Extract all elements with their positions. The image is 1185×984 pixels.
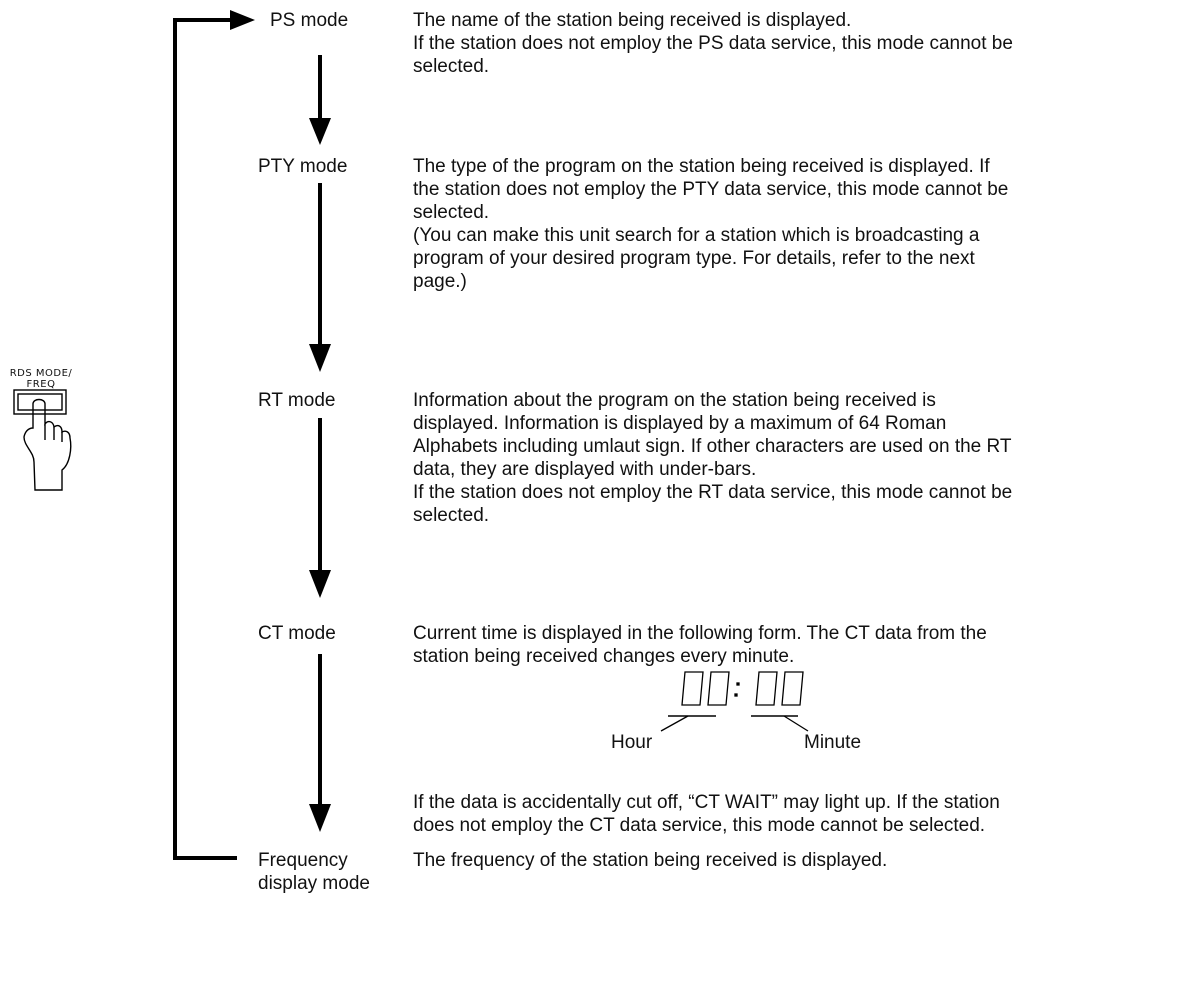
desc-line: displayed. Information is displayed by a… <box>413 413 947 434</box>
desc-line: If the data is accidentally cut off, “CT… <box>413 792 1000 813</box>
rds-mode-freq-button-label: RDS MODE/ FREQ <box>6 368 76 390</box>
desc-line: Information about the program on the sta… <box>413 390 936 411</box>
mode-name-line1: Frequency <box>258 850 348 871</box>
ct-clock-digits <box>660 671 809 732</box>
loop-arrowhead <box>230 10 255 30</box>
desc-line: program of your desired program type. Fo… <box>413 248 975 269</box>
mode-name-ps: PS mode <box>270 10 349 31</box>
mode-name-ct: CT mode <box>258 623 336 644</box>
mode-name-frequency: Frequency display mode <box>258 849 370 895</box>
down-arrow-4 <box>309 654 331 832</box>
desc-line: The frequency of the station being recei… <box>413 850 888 871</box>
desc-line: Alphabets including umlaut sign. If othe… <box>413 436 1012 457</box>
desc-line: selected. <box>413 505 490 526</box>
mode-desc-ps: The name of the station being received i… <box>413 9 1173 78</box>
desc-line: The name of the station being received i… <box>413 10 852 31</box>
mode-desc-rt: Information about the program on the sta… <box>413 389 1178 527</box>
minute-caption: Minute <box>804 732 862 753</box>
finger-press-icon <box>13 389 72 491</box>
desc-line: selected. <box>413 56 490 77</box>
desc-line: selected. <box>413 202 490 223</box>
desc-line: If the station does not employ the PS da… <box>413 33 1013 54</box>
mode-desc-ct: Current time is displayed in the followi… <box>413 622 1178 668</box>
rds-mode-freq-button <box>14 390 66 414</box>
desc-line: If the station does not employ the RT da… <box>413 482 1013 503</box>
loop-return-line <box>173 18 237 860</box>
hour-caption: Hour <box>611 732 653 753</box>
desc-line: Current time is displayed in the followi… <box>413 623 987 644</box>
desc-line: (You can make this unit search for a sta… <box>413 225 980 246</box>
desc-line: page.) <box>413 271 467 292</box>
button-label-line1: RDS MODE/ <box>9 368 73 379</box>
mode-desc-ct-note: If the data is accidentally cut off, “CT… <box>413 791 1178 837</box>
down-arrow-1 <box>309 55 331 145</box>
desc-line: does not employ the CT data service, thi… <box>413 815 986 836</box>
button-label-line2: FREQ <box>26 379 56 390</box>
desc-line: data, they are displayed with under-bars… <box>413 459 757 480</box>
mode-name-pty: PTY mode <box>258 156 348 177</box>
desc-line: station being received changes every min… <box>413 646 795 667</box>
mode-name-rt: RT mode <box>258 390 336 411</box>
mode-desc-frequency: The frequency of the station being recei… <box>413 849 1178 872</box>
mode-name-line2: display mode <box>258 873 370 894</box>
mode-desc-pty: The type of the program on the station b… <box>413 155 1178 293</box>
down-arrow-2 <box>309 183 331 372</box>
down-arrow-3 <box>309 418 331 598</box>
desc-line: The type of the program on the station b… <box>413 156 990 177</box>
desc-line: the station does not employ the PTY data… <box>413 179 1009 200</box>
